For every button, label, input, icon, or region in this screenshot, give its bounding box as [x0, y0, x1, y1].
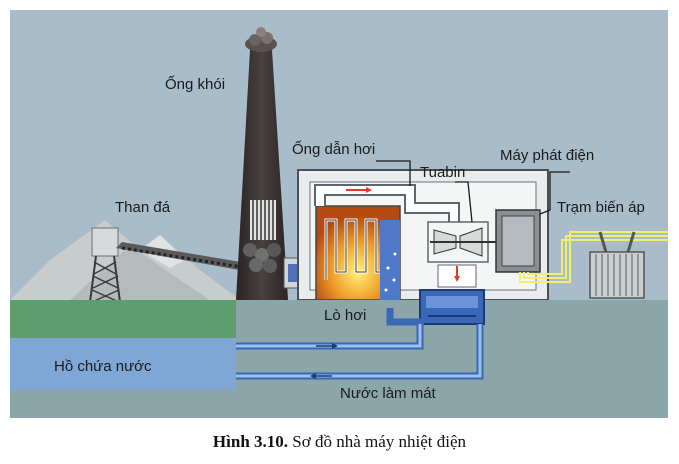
- thermal-power-plant-diagram: Ống khói Ống dẫn hơi Tuabin Máy phát điệ…: [10, 10, 668, 418]
- grass: [10, 300, 236, 338]
- condenser: [420, 290, 484, 324]
- label-transformer: Trạm biến áp: [557, 200, 645, 215]
- label-boiler: Lò hơi: [324, 308, 366, 323]
- generator: [496, 210, 540, 272]
- label-generator: Máy phát điện: [500, 148, 594, 163]
- boiler-water-column: [380, 220, 400, 310]
- label-cooling-water: Nước làm mát: [340, 386, 436, 401]
- caption-text: Sơ đồ nhà máy nhiệt điện: [288, 432, 466, 451]
- label-steam-pipe: Ống dẫn hơi: [292, 142, 375, 157]
- label-turbine: Tuabin: [420, 165, 465, 180]
- label-reservoir: Hồ chứa nước: [54, 359, 151, 374]
- figure-caption: Hình 3.10. Sơ đồ nhà máy nhiệt điện: [0, 432, 679, 452]
- label-coal: Than đá: [115, 200, 170, 215]
- caption-number: Hình 3.10.: [213, 432, 288, 451]
- label-chimney: Ống khói: [165, 77, 225, 92]
